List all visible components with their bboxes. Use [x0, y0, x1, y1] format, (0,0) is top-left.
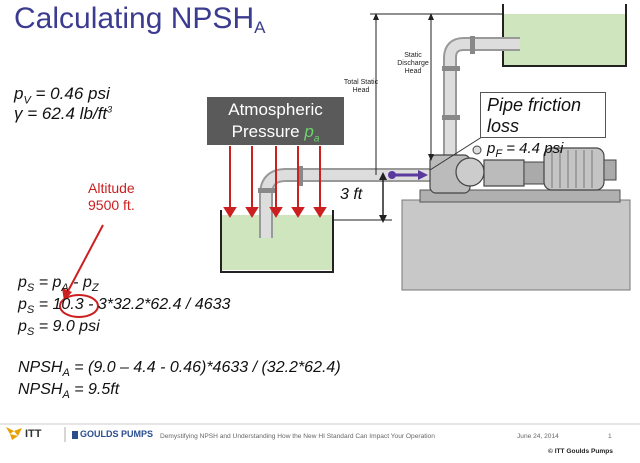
atmospheric-pressure-arrows: [223, 146, 327, 218]
specific-weight-value: γ = 62.4 lb/ft3: [14, 104, 113, 123]
equation-line-3: pS = 9.0 psi: [18, 318, 100, 339]
friction-loss-value: pF = 4.4 psi: [487, 140, 564, 160]
pump-baseplate: [419, 189, 621, 203]
circled-value: 10.3: [52, 296, 84, 313]
equation-line-2: pS = 10.3 - 3*32.2*62.4 / 4633: [18, 296, 231, 317]
footer-date: June 24, 2014: [517, 433, 559, 440]
friction-pointer: [429, 134, 486, 171]
suction-tank-water: [221, 215, 333, 270]
total-static-head-label: Total Static Head: [343, 79, 379, 94]
upper-tank-water: [503, 14, 626, 66]
motor-icon: [543, 147, 617, 191]
page-title: Calculating NPSHA: [14, 2, 266, 37]
npsha-result: NPSHA = 9.5ft: [18, 381, 120, 402]
page-number: 1: [608, 433, 612, 440]
static-discharge-head-label: Static Discharge Head: [397, 52, 429, 75]
pump-foundation: [401, 199, 631, 291]
pump-icon: [429, 145, 525, 194]
altitude-pointer: [66, 224, 104, 294]
coupling-icon: [523, 161, 545, 185]
goulds-logo: GOULDS PUMPS: [80, 429, 154, 439]
altitude-label: Altitude 9500 ft.: [88, 180, 135, 213]
suction-tank-walls: [220, 210, 334, 273]
vapor-pressure-value: pV = 0.46 psi: [14, 84, 110, 107]
atmospheric-pressure-box: Atmospheric Pressure pa: [207, 97, 344, 145]
itt-logo-icon: [6, 427, 22, 440]
height-label: 3 ft: [340, 186, 363, 203]
footer-title: Demystifying NPSH and Understanding How …: [160, 433, 435, 440]
upper-tank-walls: [502, 4, 627, 67]
copyright: © ITT Goulds Pumps: [548, 448, 613, 455]
circled-value-highlight: [59, 294, 99, 318]
npsha-equation: NPSHA = (9.0 – 4.4 - 0.46)*4633 / (32.2*…: [18, 359, 341, 380]
itt-logo: ITT: [25, 428, 42, 440]
goulds-logo-icon: [72, 431, 78, 439]
pipe-friction-box: Pipe friction loss: [480, 92, 606, 138]
equation-line-1: pS = pA - pZ: [18, 274, 99, 295]
